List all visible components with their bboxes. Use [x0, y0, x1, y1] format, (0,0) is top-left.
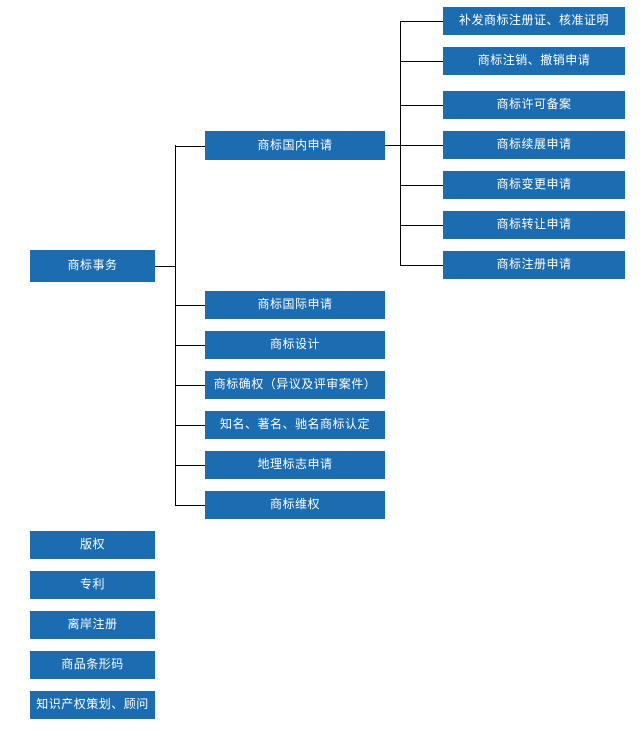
leaf-node-1[interactable]: 商标注销、撤销申请: [443, 47, 625, 75]
connector-branch-stub-4: [175, 425, 205, 426]
connector-leaf-stub-6: [400, 265, 443, 266]
connector-leaf-stub-5: [400, 225, 443, 226]
connector-branch-stub-0: [175, 146, 205, 147]
leaf-node-3[interactable]: 商标续展申请: [443, 131, 625, 159]
node-label: 商标设计: [269, 337, 320, 352]
standalone-node-2[interactable]: 离岸注册: [30, 611, 155, 639]
node-label: 商标转让申请: [496, 217, 572, 232]
node-label: 商标事务: [67, 258, 118, 273]
connector-root-stub: [155, 266, 175, 267]
connector-branch-stub-3: [175, 385, 205, 386]
connector-leaf-spine: [400, 21, 401, 265]
node-label: 商标确权（异议及评审案件）: [213, 377, 377, 392]
standalone-node-0[interactable]: 版权: [30, 531, 155, 559]
node-label: 离岸注册: [67, 617, 118, 632]
node-label: 商标注册申请: [496, 257, 572, 272]
connector-main-spine: [175, 145, 176, 505]
branch-node-4[interactable]: 知名、著名、驰名商标认定: [205, 411, 385, 439]
node-label: 商品条形码: [61, 657, 124, 672]
standalone-node-3[interactable]: 商品条形码: [30, 651, 155, 679]
leaf-node-0[interactable]: 补发商标注册证、核准证明: [443, 7, 625, 35]
root-node-商标事务[interactable]: 商标事务: [30, 250, 155, 282]
branch-node-3[interactable]: 商标确权（异议及评审案件）: [205, 371, 385, 399]
node-label: 商标许可备案: [496, 97, 572, 112]
leaf-node-2[interactable]: 商标许可备案: [443, 91, 625, 119]
connector-leaf-stub-1: [400, 61, 443, 62]
branch-node-2[interactable]: 商标设计: [205, 331, 385, 359]
standalone-node-4[interactable]: 知识产权策划、顾问: [30, 691, 155, 719]
leaf-node-6[interactable]: 商标注册申请: [443, 251, 625, 279]
branch-node-1[interactable]: 商标国际申请: [205, 291, 385, 319]
connector-branch-stub-5: [175, 465, 205, 466]
connector-leaf-stub-2: [400, 105, 443, 106]
leaf-node-4[interactable]: 商标变更申请: [443, 171, 625, 199]
node-label: 地理标志申请: [257, 457, 333, 472]
connector-leafparent-stub: [385, 145, 400, 146]
connector-branch-stub-6: [175, 505, 205, 506]
node-label: 商标维权: [269, 497, 320, 512]
node-label: 商标续展申请: [496, 137, 572, 152]
connector-branch-stub-1: [175, 305, 205, 306]
connector-leaf-stub-0: [400, 21, 443, 22]
node-label: 补发商标注册证、核准证明: [458, 13, 609, 28]
branch-node-5[interactable]: 地理标志申请: [205, 451, 385, 479]
node-label: 商标变更申请: [496, 177, 572, 192]
node-label: 商标国际申请: [257, 297, 333, 312]
connector-branch-stub-2: [175, 345, 205, 346]
standalone-node-1[interactable]: 专利: [30, 571, 155, 599]
leaf-node-5[interactable]: 商标转让申请: [443, 211, 625, 239]
connector-leaf-stub-4: [400, 185, 443, 186]
connector-leaf-stub-3: [400, 145, 443, 146]
node-label: 知名、著名、驰名商标认定: [219, 417, 370, 432]
branch-node-0[interactable]: 商标国内申请: [205, 131, 385, 160]
node-label: 知识产权策划、顾问: [36, 697, 149, 712]
branch-node-6[interactable]: 商标维权: [205, 491, 385, 519]
node-label: 版权: [79, 537, 105, 552]
node-label: 商标国内申请: [257, 137, 333, 152]
node-label: 商标注销、撤销申请: [477, 53, 591, 68]
node-label: 专利: [79, 577, 105, 592]
